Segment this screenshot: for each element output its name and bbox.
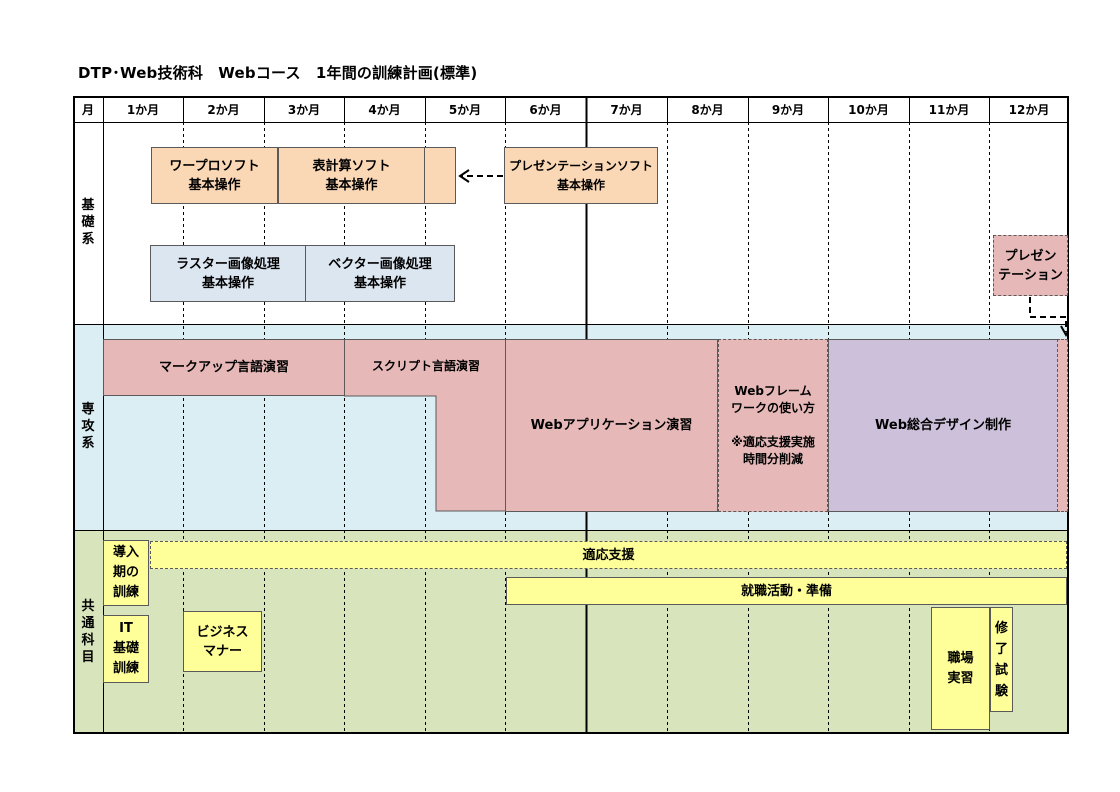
month-header-12: 12か月 — [1008, 102, 1050, 117]
script-practice-label: スクリプト言語演習 — [371, 358, 480, 373]
header-corner: 月 — [81, 102, 94, 117]
it-basic-block: IT 基礎 訓練 — [103, 615, 149, 683]
presentation-basic-block: プレゼンテーションソフト 基本操作 — [504, 147, 658, 204]
month-header-11: 11か月 — [928, 102, 970, 117]
word-basic-block: ワープロソフト 基本操作 — [151, 147, 278, 204]
web-sogo-design-block: Web総合デザイン制作 — [828, 339, 1058, 512]
month-header-2: 2か月 — [207, 102, 240, 117]
month-header-6: 6か月 — [529, 102, 562, 117]
adapt-support-block: 適応支援 — [150, 541, 1067, 569]
presentation-small-block: プレゼン テーション — [993, 235, 1068, 296]
framework-block: Webフレーム ワークの使い方 ※適応支援実施 時間分削減 — [718, 339, 828, 512]
raster-basic-block: ラスター画像処理 基本操作 — [150, 245, 306, 302]
month-header-10: 10か月 — [848, 102, 889, 117]
month-header-5: 5か月 — [448, 102, 482, 117]
month-header-3: 3か月 — [287, 102, 321, 117]
month-header-1: 1か月 — [126, 102, 160, 117]
schedule-grid: 月 1か月 2か月 3か月 4か月 5か月 6か月 7か月 8か月 9か月 10か月 11か月 12か… — [73, 96, 1069, 734]
month-header-8: 8か月 — [691, 102, 724, 117]
section-major-label: 専攻系 — [81, 401, 95, 451]
job-activity-block: 就職活動・準備 — [506, 577, 1067, 605]
business-manner-block: ビジネス マナー — [183, 611, 262, 672]
month-header-4: 4か月 — [368, 102, 401, 117]
grid-lines — [73, 96, 1069, 734]
vector-basic-block: ベクター画像処理 基本操作 — [305, 245, 455, 302]
section-basic-label: 基礎系 — [81, 197, 95, 247]
sheet-basic-block: 表計算ソフト 基本操作 — [278, 147, 425, 204]
page-title: DTP･Web技術科 Webコース 1年間の訓練計画(標準) — [78, 64, 478, 82]
webapp-practice-block: Webアプリケーション演習 — [505, 339, 718, 512]
intro-training-block: 導入 期の 訓練 — [103, 540, 149, 606]
workplace-training-block: 職場 実習 — [931, 607, 990, 730]
completion-exam-block: 修 了 試 験 — [990, 607, 1013, 712]
web-sogo-tail-block — [1057, 339, 1068, 512]
section-common-label: 共通科目 — [81, 599, 95, 665]
month-header-9: 9か月 — [771, 102, 805, 117]
month-header-7: 7か月 — [610, 102, 643, 117]
markup-practice-block: マークアップ言語演習 — [103, 339, 345, 396]
sheet-extension-block — [424, 147, 456, 204]
arrows — [458, 169, 1069, 338]
